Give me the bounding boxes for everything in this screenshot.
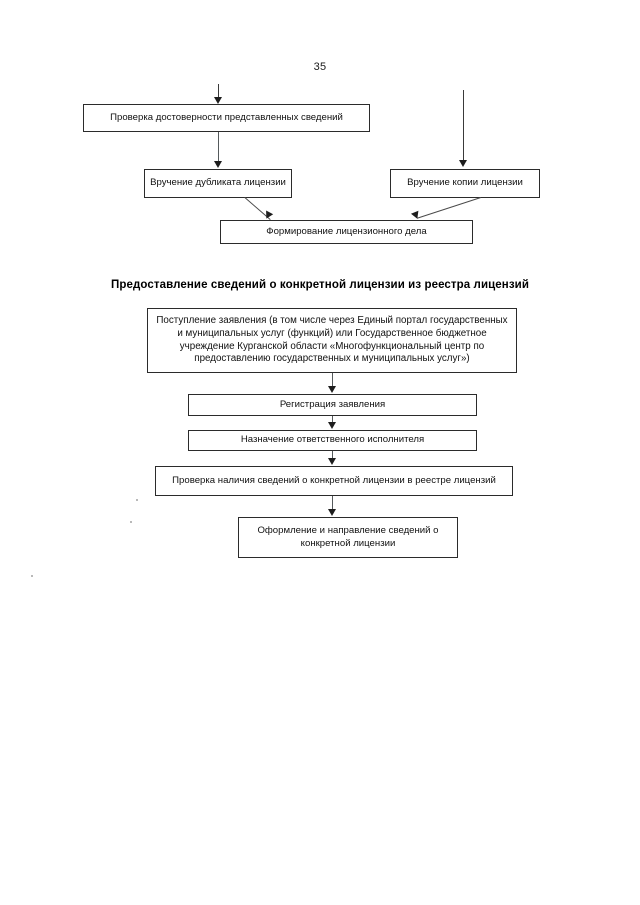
arrowhead-application-to-registration bbox=[328, 386, 336, 393]
scan-speckle bbox=[136, 499, 138, 501]
arrowhead-duplicate-to-file bbox=[262, 210, 274, 221]
arrowhead-incoming-to-check bbox=[214, 97, 222, 104]
page-number: 35 bbox=[313, 61, 327, 73]
connector-registration-to-assignment bbox=[332, 416, 333, 424]
node-issue-copy-label: Вручение копии лицензии bbox=[407, 177, 523, 189]
scan-speckle bbox=[31, 575, 33, 577]
arrowhead-verification-to-issue bbox=[328, 509, 336, 516]
connector-verification-to-issue bbox=[332, 496, 333, 511]
connector-copy-to-file bbox=[416, 197, 481, 219]
connector-application-to-registration bbox=[332, 373, 333, 388]
node-registration: Регистрация заявления bbox=[188, 394, 479, 418]
node-assignment-label: Назначение ответственного исполнителя bbox=[240, 434, 425, 446]
node-registration-label: Регистрация заявления bbox=[279, 398, 386, 410]
node-issue-copy: Вручение копии лицензии bbox=[390, 169, 542, 200]
node-issue-information-label: Оформление и направление сведений о конк… bbox=[257, 525, 439, 549]
scan-speckle bbox=[130, 521, 132, 523]
connector-incoming-to-check bbox=[218, 84, 219, 99]
node-issue-duplicate-label: Вручение дубликата лицензии bbox=[150, 177, 286, 189]
node-verify-registry-label: Проверка наличия сведений о конкретной л… bbox=[172, 474, 496, 486]
connector-check-to-duplicate bbox=[218, 132, 219, 163]
arrowhead-registration-to-assignment bbox=[328, 422, 336, 429]
node-application-received: Поступление заявления (в том числе через… bbox=[147, 308, 519, 375]
node-issue-information: Оформление и направление сведений о конк… bbox=[238, 517, 460, 560]
node-form-license-file-label: Формирование лицензионного дела bbox=[266, 225, 427, 237]
arrowhead-check-to-duplicate bbox=[214, 161, 222, 168]
section-heading-registry-info: Предоставление сведений о конкретной лиц… bbox=[111, 279, 529, 291]
arrowhead-assignment-to-verification bbox=[328, 458, 336, 465]
node-assignment: Назначение ответственного исполнителя bbox=[188, 430, 479, 453]
node-verify-registry: Проверка наличия сведений о конкретной л… bbox=[155, 466, 515, 498]
node-check-reliability-label: Проверка достоверности представленных св… bbox=[110, 111, 343, 123]
node-issue-duplicate: Вручение дубликата лицензии bbox=[144, 169, 294, 200]
connector-assignment-to-verification bbox=[332, 451, 333, 460]
node-application-received-label: Поступление заявления (в том числе через… bbox=[156, 315, 508, 365]
arrowhead-copy-to-file bbox=[410, 210, 422, 221]
connector-incoming-to-copy bbox=[463, 90, 464, 162]
arrowhead-incoming-to-copy bbox=[459, 160, 467, 167]
node-form-license-file: Формирование лицензионного дела bbox=[220, 220, 475, 246]
node-check-reliability: Проверка достоверности представленных св… bbox=[83, 104, 372, 134]
